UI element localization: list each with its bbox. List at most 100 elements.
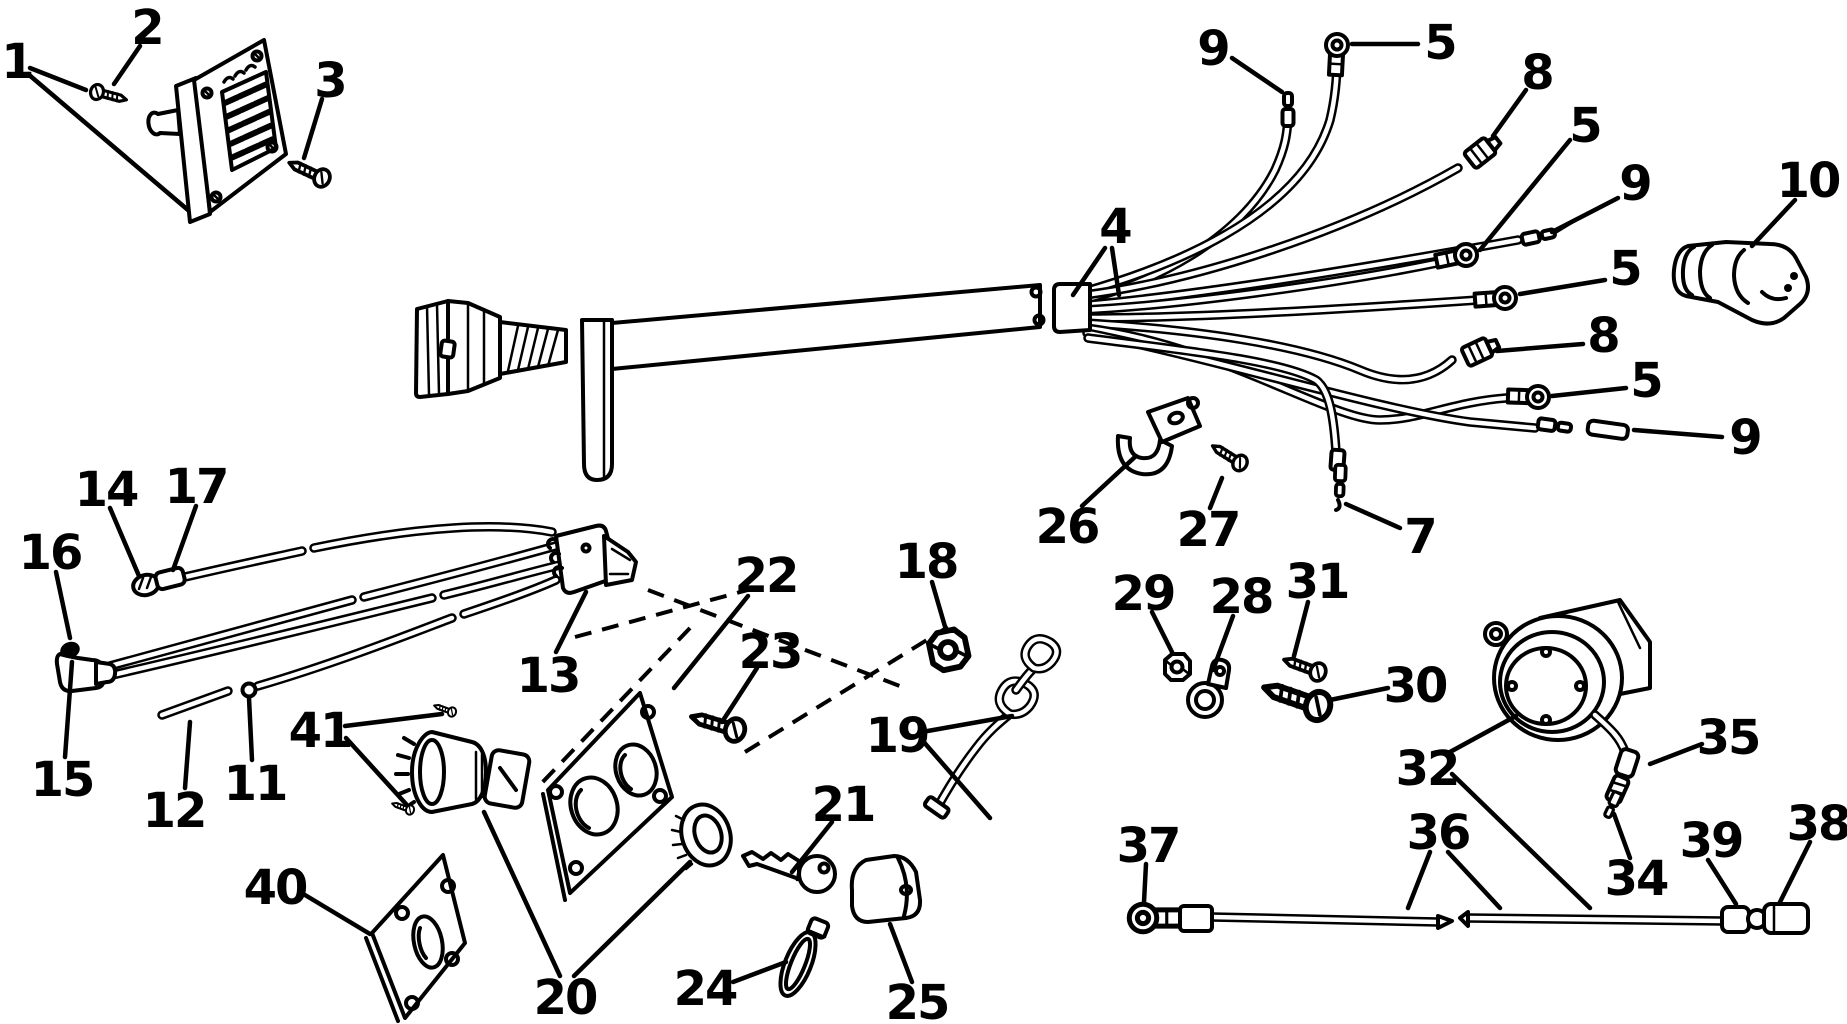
ignition-switch-assembly [389, 628, 1062, 998]
callout-leader-32 [1447, 713, 1519, 755]
callout-16-elbow-connector: 16 [19, 525, 82, 581]
callout-leader-9 [1631, 427, 1725, 440]
callout-leader-20 [571, 859, 693, 979]
clamp-26-strap [1146, 396, 1202, 444]
callout-leader-16 [53, 569, 73, 641]
callout-25-cover: 25 [886, 975, 949, 1024]
callout-9-bullet-connector: 9 [1619, 156, 1650, 212]
bezel-nut-20 [670, 802, 733, 871]
callout-9-bullet-connector: 9 [1729, 410, 1760, 466]
clamp-28 [1186, 657, 1232, 719]
callout-leader-34 [1611, 811, 1633, 861]
callout-36-cable: 36 [1407, 805, 1470, 861]
callout-leader-39 [1705, 857, 1739, 907]
callout-leader-4 [1070, 245, 1108, 298]
callout-leader-22 [671, 593, 751, 691]
screw-2 [87, 81, 130, 109]
switch-wire-group [54, 522, 638, 720]
callout-leader-40 [297, 889, 373, 937]
screw-31 [1279, 649, 1331, 685]
callout-leader-13 [553, 589, 589, 655]
switch-cover-25 [849, 854, 923, 924]
callout-8-spade-connector: 8 [1521, 45, 1552, 101]
callout-4-harness-cable: 4 [1099, 199, 1131, 255]
mounting-plate-40 [364, 853, 467, 1023]
callout-38-cable-fitting: 38 [1787, 796, 1847, 852]
bullet-sleeve-9c [1585, 418, 1630, 441]
tachometer-assembly [1483, 598, 1652, 821]
callout-5-ring-terminal: 5 [1569, 98, 1600, 154]
callout-leader-19 [919, 713, 1015, 735]
callout-2-screw: 2 [131, 0, 162, 56]
spade-terminal-8a [1461, 129, 1506, 171]
callout-37-ring-terminal: 37 [1117, 818, 1180, 874]
callout-leader-9 [1229, 55, 1285, 95]
callout-34-terminal-pin: 34 [1605, 851, 1668, 907]
battery-cables [1129, 902, 1810, 935]
callout-17-terminal-sleeve: 17 [165, 459, 228, 515]
screw-27 [1206, 437, 1252, 476]
callout-leader-12 [182, 719, 193, 791]
callout-29-nut: 29 [1112, 566, 1175, 622]
callout-leader-41 [342, 711, 445, 729]
callout-leader-8 [1490, 87, 1529, 139]
callout-23-screw: 23 [739, 624, 802, 680]
callout-19-wire-clip-assembly: 19 [866, 708, 929, 764]
ring-terminal-5d [1508, 385, 1550, 408]
callout-15-elbow-connector: 15 [31, 752, 94, 808]
callout-leader-25 [887, 921, 915, 985]
nut-29 [1163, 652, 1192, 682]
connector-plug-10 [1671, 240, 1810, 326]
callout-12-wire-segment: 12 [143, 783, 206, 839]
callout-21-key: 21 [812, 777, 875, 833]
ring-terminal-37 [1129, 904, 1180, 932]
terminal-sleeve-17 [153, 565, 187, 592]
harness-clamp [580, 318, 614, 482]
ring-11 [240, 681, 258, 699]
callout-40-mounting-plate: 40 [244, 860, 307, 916]
callout-8-spade-connector: 8 [1587, 308, 1618, 364]
connector-13 [546, 523, 638, 595]
cable-fitting-38 [1762, 902, 1810, 935]
callout-11-ring: 11 [224, 756, 287, 812]
ignition-key-21 [741, 850, 837, 894]
callout-leader-8 [1494, 341, 1586, 354]
callout-5-ring-terminal: 5 [1630, 353, 1661, 409]
callout-leader-2 [111, 43, 143, 87]
tach-ear [1483, 621, 1509, 647]
callout-leader-35 [1647, 741, 1705, 767]
ring-terminal-5c [1472, 284, 1519, 314]
callout-leader-27 [1207, 475, 1225, 511]
cable-fitting-39 [1720, 905, 1751, 934]
callout-leader-18 [929, 579, 949, 633]
callout-leader-3 [301, 96, 325, 161]
callout-leader-37 [1141, 861, 1149, 905]
callout-leader-1 [27, 65, 89, 93]
harness-cable-assembly [414, 33, 1630, 512]
callout-1-horn-mount-screws: 1 [1, 34, 32, 90]
callout-leader-5 [1477, 137, 1573, 253]
callout-leader-28 [1210, 613, 1236, 673]
callout-leader-36 [1405, 849, 1433, 911]
callout-leader-38 [1777, 839, 1813, 905]
callout-leader-36 [1445, 849, 1503, 911]
callout-14-terminal: 14 [75, 462, 138, 518]
horn-corner-screws [200, 49, 279, 204]
screw-23 [688, 706, 747, 744]
callout-24-lanyard: 24 [674, 961, 737, 1017]
callout-leader-4 [1109, 245, 1122, 298]
alignment-dashes [535, 586, 950, 790]
callout-leader-5 [1517, 277, 1608, 297]
screw-30 [1259, 674, 1334, 723]
callout-32-tachometer: 32 [1396, 741, 1459, 797]
mounting-plate-22 [541, 691, 674, 902]
callout-20-ignition-switch: 20 [534, 970, 597, 1024]
callout-9-bullet-connector: 9 [1197, 21, 1228, 77]
callout-leader-17 [170, 503, 199, 573]
bullet-terminal-9a [1280, 91, 1296, 128]
wire-clip-19 [922, 634, 1062, 820]
callout-13-connector: 13 [517, 648, 580, 704]
callout-leader-20 [481, 809, 563, 979]
